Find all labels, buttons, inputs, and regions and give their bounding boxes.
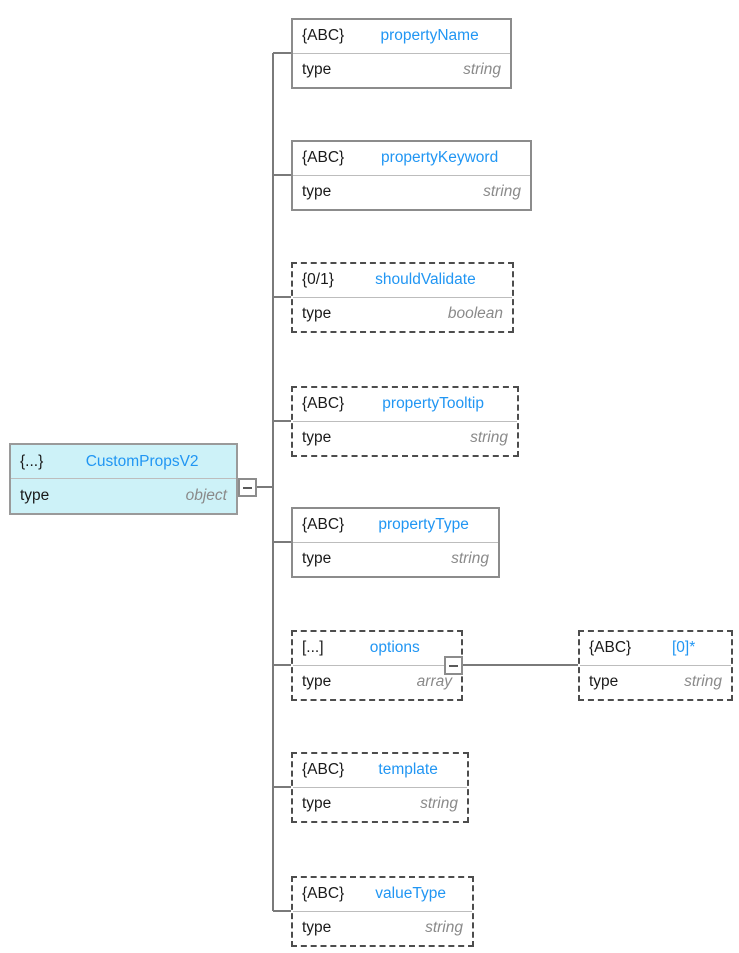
node-type-badge: {ABC}	[302, 516, 345, 534]
schema-node-value-type[interactable]: {ABC} valueType type string	[291, 876, 474, 947]
node-type-key: type	[302, 61, 332, 79]
node-name-label: [0]*	[671, 639, 696, 657]
schema-node-options-item-0[interactable]: {ABC} [0]* type string	[578, 630, 733, 701]
node-type-value: boolean	[447, 305, 503, 323]
node-type-value: string	[451, 550, 489, 568]
node-type-row: type string	[293, 543, 498, 576]
node-type-key: type	[302, 673, 332, 691]
node-type-row: type object	[11, 479, 236, 513]
node-header-row: {ABC} valueType	[293, 878, 472, 912]
node-type-value: string	[470, 429, 508, 447]
node-header-row: [...] options	[293, 632, 461, 666]
collapse-toggle-root[interactable]	[238, 478, 257, 497]
node-type-badge: {ABC}	[302, 149, 345, 167]
node-header-row: {0/1} shouldValidate	[293, 264, 512, 298]
node-header-row: {ABC} [0]*	[580, 632, 731, 666]
node-type-row: type array	[293, 666, 461, 699]
node-type-badge: {ABC}	[302, 395, 345, 413]
node-header-row: {ABC} propertyType	[293, 509, 498, 543]
schema-node-property-name[interactable]: {ABC} propertyName type string	[291, 18, 512, 89]
node-type-badge: {0/1}	[302, 271, 334, 289]
node-type-row: type string	[580, 666, 731, 699]
node-name-label: valueType	[375, 885, 446, 903]
node-type-value: string	[684, 673, 722, 691]
schema-node-property-tooltip[interactable]: {ABC} propertyTooltip type string	[291, 386, 519, 457]
node-type-value: string	[420, 795, 458, 813]
node-type-row: type string	[293, 54, 510, 87]
node-name-label: propertyTooltip	[382, 395, 484, 413]
node-header-row: {ABC} propertyKeyword	[293, 142, 530, 176]
node-type-key: type	[20, 487, 50, 504]
schema-node-root[interactable]: {...} CustomPropsV2 type object	[9, 443, 238, 515]
schema-node-property-type[interactable]: {ABC} propertyType type string	[291, 507, 500, 578]
node-name-label: options	[369, 639, 420, 657]
node-type-key: type	[302, 183, 332, 201]
node-name-label: CustomPropsV2	[85, 452, 199, 470]
node-type-badge: {ABC}	[302, 885, 345, 903]
node-type-badge: {ABC}	[302, 761, 345, 779]
node-type-row: type boolean	[293, 298, 512, 331]
node-type-key: type	[302, 795, 332, 813]
node-type-key: type	[302, 919, 332, 937]
node-type-key: type	[302, 429, 332, 447]
node-type-value: string	[425, 919, 463, 937]
node-name-label: propertyKeyword	[381, 149, 499, 167]
node-header-row: {ABC} template	[293, 754, 467, 788]
node-name-label: shouldValidate	[375, 271, 476, 289]
collapse-toggle-options[interactable]	[444, 656, 463, 675]
schema-node-property-keyword[interactable]: {ABC} propertyKeyword type string	[291, 140, 532, 211]
node-name-label: propertyName	[380, 27, 479, 45]
schema-node-options[interactable]: [...] options type array	[291, 630, 463, 701]
node-type-badge: [...]	[302, 639, 324, 657]
node-type-row: type string	[293, 912, 472, 945]
node-type-badge: {ABC}	[302, 27, 345, 45]
schema-node-template[interactable]: {ABC} template type string	[291, 752, 469, 823]
node-name-label: template	[378, 761, 438, 779]
node-header-row: {ABC} propertyName	[293, 20, 510, 54]
node-header-row: {ABC} propertyTooltip	[293, 388, 517, 422]
node-header-row: {...} CustomPropsV2	[11, 445, 236, 480]
node-type-row: type string	[293, 422, 517, 455]
node-type-key: type	[302, 305, 332, 323]
node-type-value: string	[463, 61, 501, 79]
node-name-label: propertyType	[378, 516, 469, 534]
node-type-value: array	[416, 673, 452, 691]
schema-node-should-validate[interactable]: {0/1} shouldValidate type boolean	[291, 262, 514, 333]
node-type-row: type string	[293, 788, 467, 821]
node-type-badge: {...}	[20, 452, 44, 470]
node-type-value: string	[483, 183, 521, 201]
node-type-row: type string	[293, 176, 530, 209]
node-type-key: type	[302, 550, 332, 568]
node-type-key: type	[589, 673, 619, 691]
node-type-badge: {ABC}	[589, 639, 632, 657]
node-type-value: object	[185, 487, 227, 504]
